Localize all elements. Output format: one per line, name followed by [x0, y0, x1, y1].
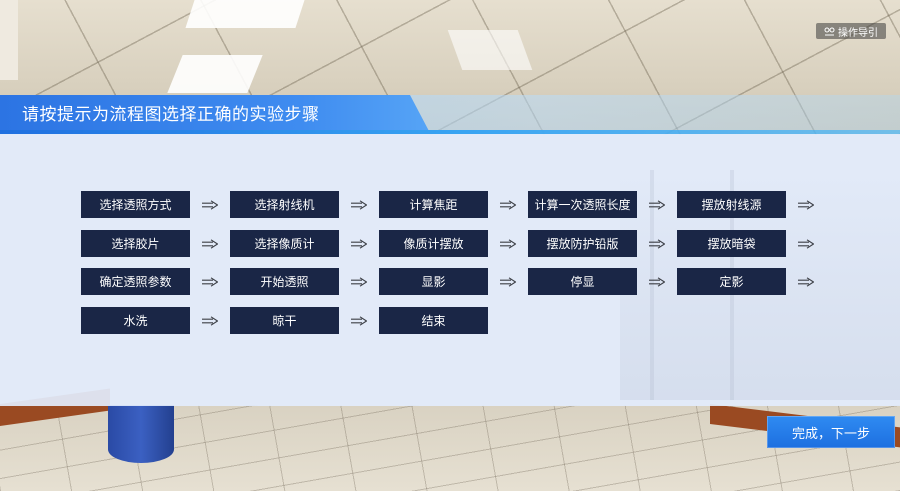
step-box[interactable]: 开始透照	[230, 268, 339, 295]
step-box[interactable]: 选择透照方式	[81, 191, 190, 218]
arrow-right-icon	[637, 191, 677, 218]
step-box[interactable]: 定影	[677, 268, 786, 295]
guide-button[interactable]: 操作导引	[816, 23, 886, 39]
step-box[interactable]: 计算一次透照长度	[528, 191, 637, 218]
guide-icon	[824, 27, 835, 35]
arrow-right-icon	[488, 230, 528, 257]
arrow-right-icon	[190, 307, 230, 334]
arrow-right-icon	[339, 230, 379, 257]
step-box[interactable]: 摆放暗袋	[677, 230, 786, 257]
arrow-right-icon	[488, 268, 528, 295]
arrow-right-icon	[786, 268, 826, 295]
step-box[interactable]: 晾干	[230, 307, 339, 334]
ceiling-light	[185, 0, 305, 28]
arrow-right-icon	[786, 191, 826, 218]
arrow-right-icon	[190, 191, 230, 218]
pillar	[108, 405, 174, 463]
page-title: 请按提示为流程图选择正确的实验步骤	[22, 105, 320, 125]
arrow-right-icon	[637, 230, 677, 257]
flowchart-row: 水洗 晾干 结束	[81, 307, 488, 334]
step-box[interactable]: 像质计摆放	[379, 230, 488, 257]
arrow-right-icon	[339, 268, 379, 295]
step-box[interactable]: 结束	[379, 307, 488, 334]
step-box[interactable]: 选择射线机	[230, 191, 339, 218]
step-box[interactable]: 选择胶片	[81, 230, 190, 257]
ceiling-light	[167, 55, 263, 93]
ceiling-light	[447, 30, 533, 70]
flowchart-row: 确定透照参数 开始透照 显影 停显 定影	[81, 268, 826, 295]
arrow-right-icon	[190, 268, 230, 295]
step-box[interactable]: 摆放射线源	[677, 191, 786, 218]
header-divider	[0, 130, 900, 134]
arrow-right-icon	[339, 191, 379, 218]
step-box[interactable]: 选择像质计	[230, 230, 339, 257]
step-box[interactable]: 确定透照参数	[81, 268, 190, 295]
step-box[interactable]: 显影	[379, 268, 488, 295]
finish-next-button[interactable]: 完成，下一步	[767, 416, 895, 448]
step-box[interactable]: 摆放防护铅版	[528, 230, 637, 257]
wall	[0, 0, 18, 80]
arrow-right-icon	[190, 230, 230, 257]
title-tab	[0, 95, 430, 133]
step-box[interactable]: 水洗	[81, 307, 190, 334]
arrow-right-icon	[339, 307, 379, 334]
arrow-right-icon	[488, 191, 528, 218]
step-box[interactable]: 计算焦距	[379, 191, 488, 218]
step-box[interactable]: 停显	[528, 268, 637, 295]
flowchart-row: 选择透照方式 选择射线机 计算焦距 计算一次透照长度 摆放射线源	[81, 191, 826, 218]
arrow-right-icon	[786, 230, 826, 257]
arrow-right-icon	[637, 268, 677, 295]
flowchart-row: 选择胶片 选择像质计 像质计摆放 摆放防护铅版 摆放暗袋	[81, 230, 826, 257]
guide-button-label: 操作导引	[838, 27, 878, 39]
